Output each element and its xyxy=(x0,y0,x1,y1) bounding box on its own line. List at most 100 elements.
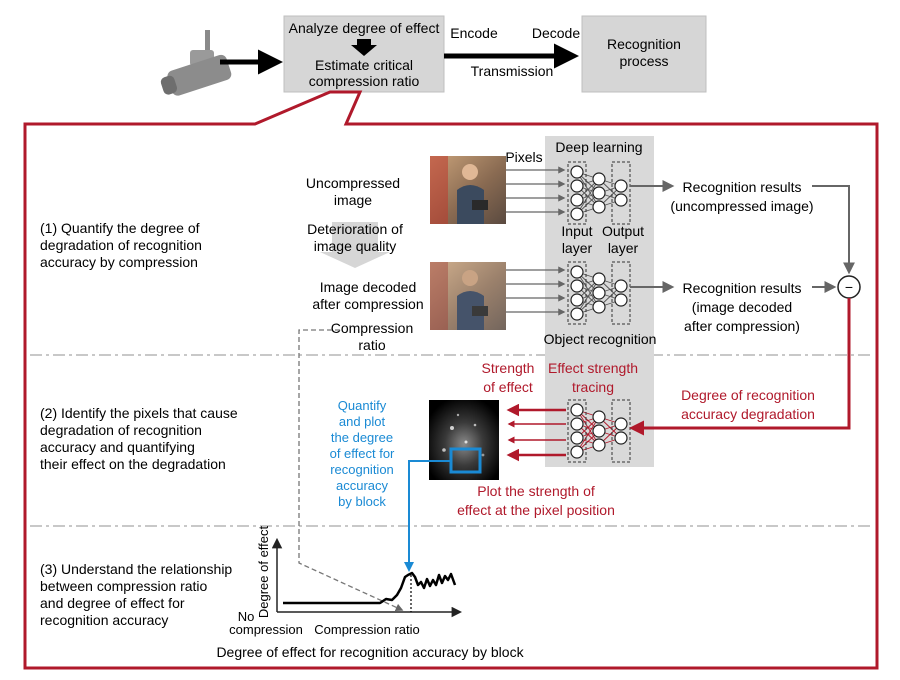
uncompressed-image-label: Uncompressed image xyxy=(306,175,400,208)
step2-description: (2) Identify the pixels that cause degra… xyxy=(40,405,238,472)
svg-text:compression: compression xyxy=(229,622,303,637)
svg-text:Input: Input xyxy=(561,223,592,239)
neural-network-uncompressed xyxy=(567,161,631,225)
svg-text:effect at the pixel position: effect at the pixel position xyxy=(457,502,615,518)
svg-text:tracing: tracing xyxy=(572,379,614,395)
quantify-plot-label: Quantify and plot the degree of effect f… xyxy=(330,398,395,509)
svg-text:image: image xyxy=(334,192,372,208)
svg-text:Effect strength: Effect strength xyxy=(548,360,638,376)
degradation-feedback-arrow xyxy=(629,298,851,436)
svg-text:between compression ratio: between compression ratio xyxy=(40,578,208,594)
svg-text:Image decoded: Image decoded xyxy=(320,279,417,295)
neural-network-decoded xyxy=(567,261,631,325)
svg-text:recognition accuracy: recognition accuracy xyxy=(40,612,168,628)
svg-text:Quantify: Quantify xyxy=(338,398,387,413)
svg-text:the degree: the degree xyxy=(331,430,393,445)
plot-strength-label: Plot the strength of effect at the pixel… xyxy=(457,483,615,518)
result1-to-subtract-arrow xyxy=(812,185,855,275)
deterioration-arrow xyxy=(320,222,390,268)
svg-text:(1) Quantify the degree of: (1) Quantify the degree of xyxy=(40,220,200,236)
decode-label: Decode xyxy=(532,25,580,41)
uncompressed-photo xyxy=(430,156,506,224)
output-layer-label: Output layer xyxy=(602,223,644,256)
network-node xyxy=(614,293,628,307)
svg-text:accuracy degradation: accuracy degradation xyxy=(681,406,815,422)
network-node xyxy=(592,186,606,200)
network-node xyxy=(592,200,606,214)
analyze-label: Analyze degree of effect xyxy=(289,20,440,36)
svg-text:Compression: Compression xyxy=(331,320,413,336)
svg-text:Plot the strength of: Plot the strength of xyxy=(477,483,595,499)
svg-text:No: No xyxy=(238,609,255,624)
network-node xyxy=(570,265,584,279)
svg-text:degradation of recognition: degradation of recognition xyxy=(40,237,202,253)
pixels-label: Pixels xyxy=(505,149,542,165)
network-node xyxy=(570,207,584,221)
svg-text:layer: layer xyxy=(608,240,639,256)
deep-learning-label: Deep learning xyxy=(555,139,642,155)
step1-description: (1) Quantify the degree of degradation o… xyxy=(40,220,202,270)
effect-chart: Degree of effect No compression Compress… xyxy=(229,525,463,637)
input-layer-label: Input layer xyxy=(561,223,592,256)
chart-x-axis-label: Compression ratio xyxy=(314,622,420,637)
network-node xyxy=(592,410,606,424)
neural-network-tracing xyxy=(567,399,631,463)
svg-text:after compression): after compression) xyxy=(684,318,800,334)
svg-text:accuracy by compression: accuracy by compression xyxy=(40,254,198,270)
object-recognition-label: Object recognition xyxy=(544,331,657,347)
network-node xyxy=(592,438,606,452)
network-node xyxy=(570,431,584,445)
recognition-result-decoded: Recognition results (image decoded after… xyxy=(682,280,801,334)
camera-icon xyxy=(160,30,232,96)
compression-ratio-leader xyxy=(298,329,404,611)
svg-text:after compression: after compression xyxy=(312,296,423,312)
pixel-input-arrows-2 xyxy=(506,266,566,316)
effect-tracing-label: Effect strength tracing xyxy=(548,360,638,395)
network-node xyxy=(614,431,628,445)
effect-back-arrows xyxy=(506,403,566,462)
chart-caption: Degree of effect for recognition accurac… xyxy=(216,644,524,660)
svg-text:(2) Identify the pixels that c: (2) Identify the pixels that cause xyxy=(40,405,238,421)
svg-text:accuracy: accuracy xyxy=(336,478,389,493)
network-node xyxy=(570,279,584,293)
svg-text:image quality: image quality xyxy=(314,238,397,254)
svg-text:Deterioration of: Deterioration of xyxy=(307,221,403,237)
effect-heatmap-image xyxy=(429,400,499,480)
svg-text:Strength: Strength xyxy=(482,360,535,376)
network-node xyxy=(570,445,584,459)
svg-text:Recognition results: Recognition results xyxy=(682,179,801,195)
transmission-label: Transmission xyxy=(471,63,554,79)
svg-text:Recognition results: Recognition results xyxy=(682,280,801,296)
network-node xyxy=(592,424,606,438)
svg-text:of effect for: of effect for xyxy=(330,446,395,461)
chart-no-compression-label: No compression xyxy=(229,609,303,637)
svg-text:by block: by block xyxy=(338,494,386,509)
deterioration-label: Deterioration of image quality xyxy=(307,221,403,254)
network-node xyxy=(570,417,584,431)
network-node xyxy=(570,179,584,193)
effect-curve xyxy=(283,571,457,605)
network-node xyxy=(614,193,628,207)
svg-text:of effect: of effect xyxy=(483,379,533,395)
compression-ratio-label: Compression ratio xyxy=(331,320,413,353)
svg-text:Degree of recognition: Degree of recognition xyxy=(681,387,815,403)
network-node xyxy=(592,286,606,300)
svg-text:ratio: ratio xyxy=(358,337,385,353)
strength-of-effect-label: Strength of effect xyxy=(482,360,535,395)
network-node xyxy=(614,279,628,293)
block-to-chart-arrow xyxy=(404,460,451,572)
network-node xyxy=(570,293,584,307)
svg-text:Uncompressed: Uncompressed xyxy=(306,175,400,191)
network-node xyxy=(614,417,628,431)
recognition-process-line2: process xyxy=(619,53,668,69)
encode-label: Encode xyxy=(450,25,498,41)
network-connection xyxy=(576,178,600,215)
network-node xyxy=(592,300,606,314)
svg-text:(image decoded: (image decoded xyxy=(692,299,792,315)
svg-text:accuracy and quantifying: accuracy and quantifying xyxy=(40,439,195,455)
recognition-result-uncompressed: Recognition results (uncompressed image) xyxy=(670,179,813,214)
svg-text:(uncompressed image): (uncompressed image) xyxy=(670,198,813,214)
recognition-process-box xyxy=(581,15,707,93)
degradation-label: Degree of recognition accuracy degradati… xyxy=(681,387,815,422)
detail-frame xyxy=(23,90,879,670)
